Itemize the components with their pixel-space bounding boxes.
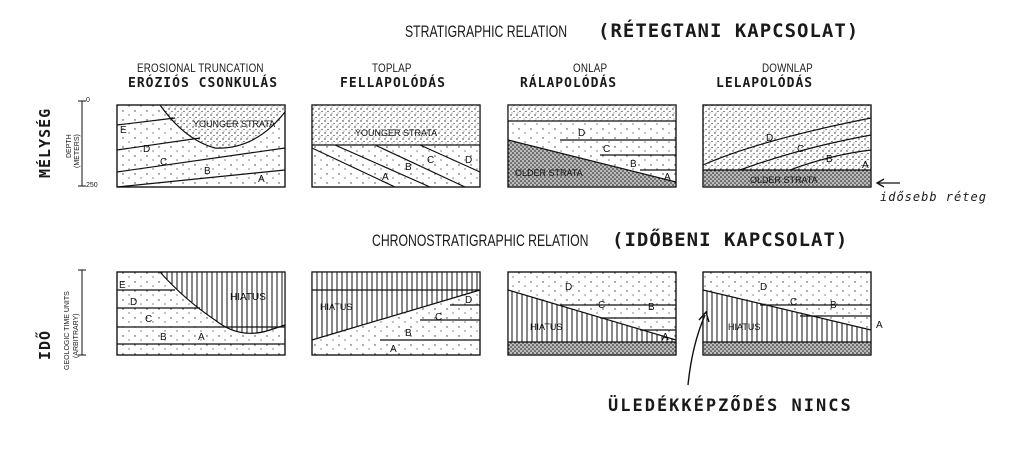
label-a-3: A bbox=[664, 172, 671, 183]
label-b-3: B bbox=[630, 159, 637, 170]
label-c-3: C bbox=[603, 144, 610, 155]
older-layer-arrow bbox=[875, 178, 900, 188]
label-c-c3: C bbox=[598, 300, 605, 311]
label-c-2: C bbox=[427, 155, 434, 166]
panel-3-chrono bbox=[507, 271, 677, 356]
depth-top-tick: 0 bbox=[86, 97, 90, 104]
label-a-2: A bbox=[382, 172, 389, 183]
label-b-4: B bbox=[826, 154, 833, 165]
chrono-title: CHRONOSTRATIGRAPHIC RELATION bbox=[372, 231, 589, 250]
panel-1-stratigraphic bbox=[116, 104, 286, 188]
depth-axis bbox=[78, 100, 86, 187]
label-b-2: B bbox=[405, 162, 412, 173]
panel-1-title-hu: ERÓZIÓS CSONKULÁS bbox=[128, 76, 279, 91]
panel-4-stratigraphic bbox=[702, 104, 872, 188]
label-younger-strata-2: YOUNGER STRATA bbox=[355, 128, 437, 138]
panel-1-chrono bbox=[116, 271, 286, 356]
depth-bottom-tick: 250 bbox=[86, 182, 98, 189]
label-b-c1: B bbox=[160, 332, 167, 343]
label-hiatus-c4: HIATUS bbox=[728, 322, 760, 332]
panel-3-title: ONLAP bbox=[573, 61, 608, 75]
panel-2-title: TOPLAP bbox=[372, 61, 412, 75]
no-sedimentation-arrow bbox=[687, 310, 710, 386]
panel-2-stratigraphic bbox=[311, 104, 481, 188]
label-c: C bbox=[160, 157, 167, 168]
label-a-c1: A bbox=[198, 332, 205, 343]
strat-title-hu: (RÉTEGTANI KAPCSOLAT) bbox=[598, 20, 860, 42]
label-c-c1: C bbox=[145, 314, 152, 325]
label-c-4: C bbox=[797, 144, 804, 155]
label-hiatus-c1: HIATUS bbox=[230, 292, 266, 303]
label-d-c3: D bbox=[565, 282, 572, 293]
label-a: A bbox=[258, 174, 265, 185]
label-d-3: D bbox=[578, 128, 585, 139]
panel-4-title: DOWNLAP bbox=[762, 61, 813, 75]
panel-4-title-hu: LELAPOLÓDÁS bbox=[716, 76, 814, 91]
label-a-c2: A bbox=[390, 344, 397, 355]
time-axis bbox=[78, 269, 86, 356]
label-c-c4: C bbox=[790, 297, 797, 308]
label-d-4: D bbox=[766, 133, 773, 144]
panel-1-title: EROSIONAL TRUNCATION bbox=[137, 61, 264, 75]
chrono-title-hu: (IDŐBENI KAPCSOLAT) bbox=[612, 229, 849, 251]
panel-4-chrono bbox=[702, 271, 872, 356]
label-e: E bbox=[120, 125, 127, 136]
panel-3-title-hu: RÁLAPOLÓDÁS bbox=[520, 76, 618, 91]
label-a-c3: A bbox=[662, 332, 669, 343]
label-younger-strata-1: YOUNGER STRATA bbox=[193, 119, 275, 129]
panel-3-stratigraphic bbox=[507, 104, 677, 188]
label-older-strata-4: OLDER STRATA bbox=[750, 175, 818, 185]
label-b: B bbox=[204, 166, 211, 177]
no-sedimentation-note: ÜLEDÉKKÉPZŐDÉS NINCS bbox=[608, 396, 853, 416]
strat-title: STRATIGRAPHIC RELATION bbox=[405, 22, 568, 41]
label-d-c2: D bbox=[465, 295, 472, 306]
label-d-2: D bbox=[465, 155, 472, 166]
label-d-c4: D bbox=[760, 282, 767, 293]
panel-2-title-hu: FELLAPOLÓDÁS bbox=[340, 76, 446, 91]
label-c-c2: C bbox=[435, 312, 442, 323]
label-b-c3: B bbox=[648, 302, 655, 313]
label-b-c4: B bbox=[830, 300, 837, 311]
label-b-c2: B bbox=[405, 328, 412, 339]
label-d: D bbox=[143, 144, 150, 155]
label-hiatus-c3: HIATUS bbox=[530, 322, 562, 332]
label-a-4: A bbox=[862, 160, 869, 171]
label-older-strata-3: OLDER STRATA bbox=[515, 168, 583, 178]
panel-2-chrono bbox=[311, 271, 481, 356]
label-a-c4: A bbox=[876, 320, 883, 331]
label-hiatus-c2: HIATUS bbox=[320, 302, 352, 312]
label-e-c1: E bbox=[119, 280, 126, 291]
older-layer-note: idősebb réteg bbox=[880, 190, 987, 204]
label-d-c1: D bbox=[130, 297, 137, 308]
